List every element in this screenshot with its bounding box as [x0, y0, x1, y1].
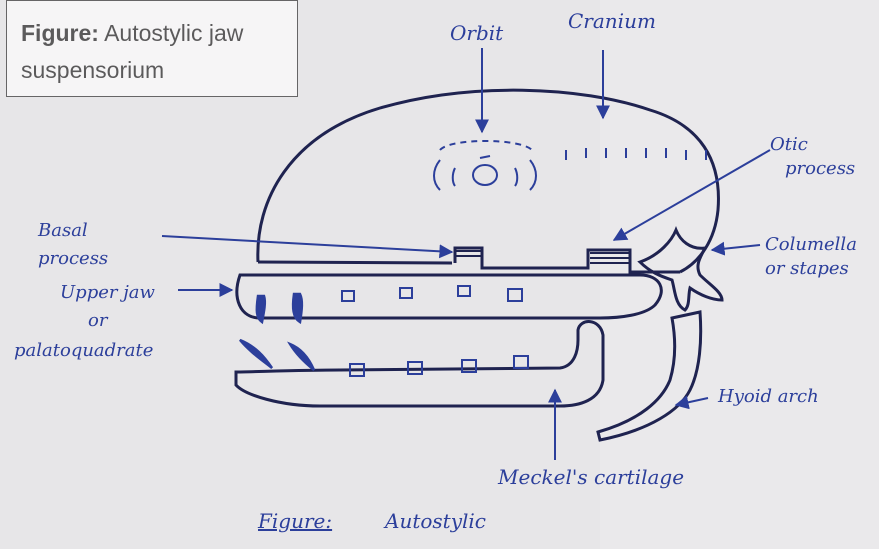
- footer-figure-label: Figure:: [257, 509, 332, 533]
- label-hyoid: Hyoid arch: [717, 386, 819, 407]
- label-meckels: Meckel's cartilage: [497, 465, 684, 489]
- footer-autostylic: Autostylic: [383, 509, 486, 533]
- label-orbit: Orbit: [450, 21, 504, 45]
- label-cranium: Cranium: [568, 9, 656, 33]
